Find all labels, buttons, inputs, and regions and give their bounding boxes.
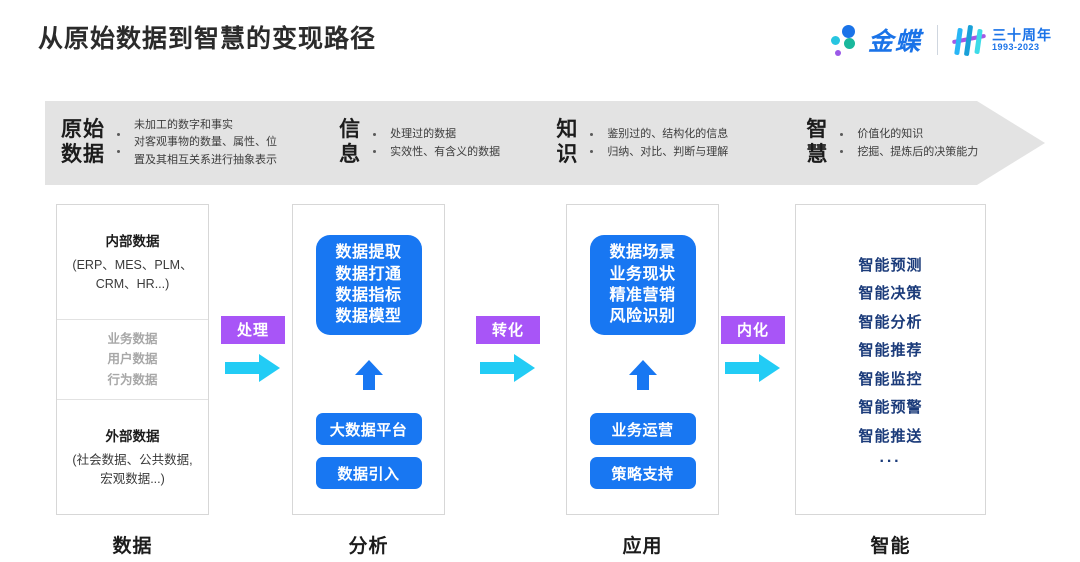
capability-line: 数据打通: [335, 265, 402, 283]
capability-line: 数据场景: [609, 244, 676, 262]
capability-line: 数据模型: [335, 308, 402, 326]
banner-segment-title: 信 息: [339, 118, 362, 166]
brand-name: 金蝶: [867, 28, 922, 56]
anniversary-mark-icon: [951, 23, 987, 57]
stage-column-application: 数据场景 业务现状 精准营销 风险识别 业务运营 策略支持 应用: [566, 204, 719, 558]
connector-label: 处理: [221, 316, 285, 344]
internal-data-sub-line: (ERP、MES、PLM、: [72, 257, 193, 272]
connector-transformation: 转化: [476, 316, 540, 388]
external-data-section: 外部数据 (社会数据、公共数据, 宏观数据...): [57, 400, 208, 514]
analysis-capability-box: 数据提取 数据打通 数据指标 数据模型: [315, 235, 422, 335]
external-data-title: 外部数据: [105, 428, 160, 444]
right-arrow-icon: [225, 354, 280, 382]
right-arrow-icon: [725, 354, 780, 382]
anniversary-badge: 三十周年 1993-2023: [951, 23, 1052, 57]
bullet-dots-icon: [840, 126, 844, 160]
banner-bullet: 挖掘、提炼后的决策能力: [857, 146, 979, 158]
banner-bullet: 实效性、有含义的数据: [390, 146, 501, 158]
banner-bullet: 处理过的数据: [390, 127, 457, 140]
banner-segment-title: 原始 数据: [61, 118, 105, 166]
external-data-sub-line: 宏观数据...): [100, 472, 165, 486]
external-data-sub-line: (社会数据、公共数据,: [72, 452, 193, 467]
banner-bullet: 归纳、对比、判断与理解: [607, 146, 729, 158]
application-operations-pill: 业务运营: [589, 413, 696, 445]
intelligence-item: 智能预警: [858, 399, 923, 417]
stage-column-analysis: 数据提取 数据打通 数据指标 数据模型 大数据平台 数据引入 分析: [292, 204, 445, 558]
connector-processing: 处理: [221, 316, 285, 388]
bullet-dots-icon: [373, 126, 377, 160]
intelligence-item: 智能预测: [858, 256, 923, 274]
banner-bullet: 未加工的数字和事实: [134, 118, 233, 131]
intelligence-item: 智能分析: [858, 313, 923, 331]
capability-line: 数据指标: [335, 287, 402, 304]
banner-bullet: 对客观事物的数量、属性、位: [134, 136, 277, 149]
stage-label-intelligence: 智能: [870, 536, 911, 557]
page-title: 从原始数据到智慧的变现路径: [38, 25, 377, 53]
intelligence-item: 智能监控: [858, 370, 923, 388]
capability-line: 数据提取: [335, 244, 402, 262]
banner-segment-information: 信 息 处理过的数据 实效性、有含义的数据: [323, 101, 540, 185]
up-arrow-icon: [628, 360, 657, 390]
banner-bullet: 置及其相互关系进行抽象表示: [134, 153, 277, 166]
kingdee-logo: 金蝶 三十周年 1993-2023: [828, 20, 1052, 60]
intelligence-item: 智能推送: [858, 427, 923, 445]
bullet-dots-icon: [590, 126, 594, 160]
internal-data-sub-line: CRM、HR...): [95, 277, 170, 291]
banner-segment-knowledge: 知 识 鉴别过的、结构化的信息 归纳、对比、判断与理解: [540, 101, 790, 185]
list-item: 用户数据: [107, 352, 158, 367]
logo-divider: [937, 25, 938, 55]
banner-bullet: 价值化的知识: [857, 127, 924, 140]
banner-bullet: 鉴别过的、结构化的信息: [607, 127, 729, 140]
internal-data-section: 内部数据 (ERP、MES、PLM、 CRM、HR...): [57, 205, 208, 320]
intelligence-ellipsis: ···: [879, 453, 902, 471]
bullet-dots-icon: [117, 126, 120, 160]
anniversary-label: 三十周年: [992, 26, 1052, 43]
application-strategy-pill: 策略支持: [589, 457, 696, 489]
capability-line: 业务现状: [609, 265, 676, 283]
data-type-list: 业务数据 用户数据 行为数据: [57, 320, 208, 400]
kingdee-dots-icon: [828, 23, 864, 57]
connector-label: 转化: [476, 316, 540, 344]
up-arrow-icon: [354, 360, 383, 390]
capability-line: 精准营销: [609, 287, 676, 304]
internal-data-title: 内部数据: [105, 233, 160, 249]
list-item: 业务数据: [107, 331, 158, 346]
application-capability-box: 数据场景 业务现状 精准营销 风险识别: [589, 235, 696, 335]
connector-internalization: 内化: [721, 316, 785, 388]
right-arrow-icon: [480, 354, 535, 382]
analysis-ingest-pill: 数据引入: [315, 457, 422, 489]
banner-segment-raw-data: 原始 数据 未加工的数字和事实 对客观事物的数量、属性、位 置及其相互关系进行抽…: [45, 101, 323, 185]
intelligence-item: 智能推荐: [858, 342, 923, 360]
stage-label-analysis: 分析: [348, 536, 389, 557]
list-item: 行为数据: [107, 372, 158, 387]
stage-label-data: 数据: [112, 536, 153, 557]
dikw-arrow-banner: 原始 数据 未加工的数字和事实 对客观事物的数量、属性、位 置及其相互关系进行抽…: [45, 101, 1045, 185]
capability-line: 风险识别: [609, 308, 676, 326]
banner-segment-title: 知 识: [556, 118, 579, 166]
anniversary-years: 1993-2023: [992, 41, 1040, 52]
analysis-platform-pill: 大数据平台: [315, 413, 422, 445]
stage-column-intelligence: 智能预测 智能决策 智能分析 智能推荐 智能监控 智能预警 智能推送 ··· 智…: [795, 204, 986, 558]
intelligence-item: 智能决策: [858, 285, 923, 303]
stage-label-application: 应用: [622, 536, 663, 557]
banner-segment-wisdom: 智 慧 价值化的知识 挖掘、提炼后的决策能力: [790, 101, 1045, 185]
connector-label: 内化: [721, 316, 785, 344]
banner-segment-title: 智 慧: [806, 118, 829, 166]
stage-column-data: 内部数据 (ERP、MES、PLM、 CRM、HR...) 业务数据 用户数据 …: [56, 204, 209, 558]
